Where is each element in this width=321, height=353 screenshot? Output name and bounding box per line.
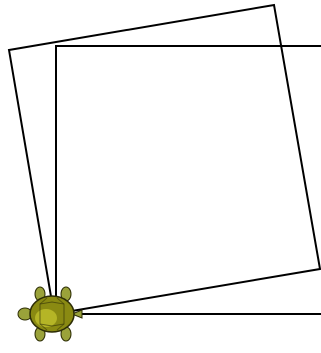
- turtle-graphics-canvas: [0, 0, 321, 353]
